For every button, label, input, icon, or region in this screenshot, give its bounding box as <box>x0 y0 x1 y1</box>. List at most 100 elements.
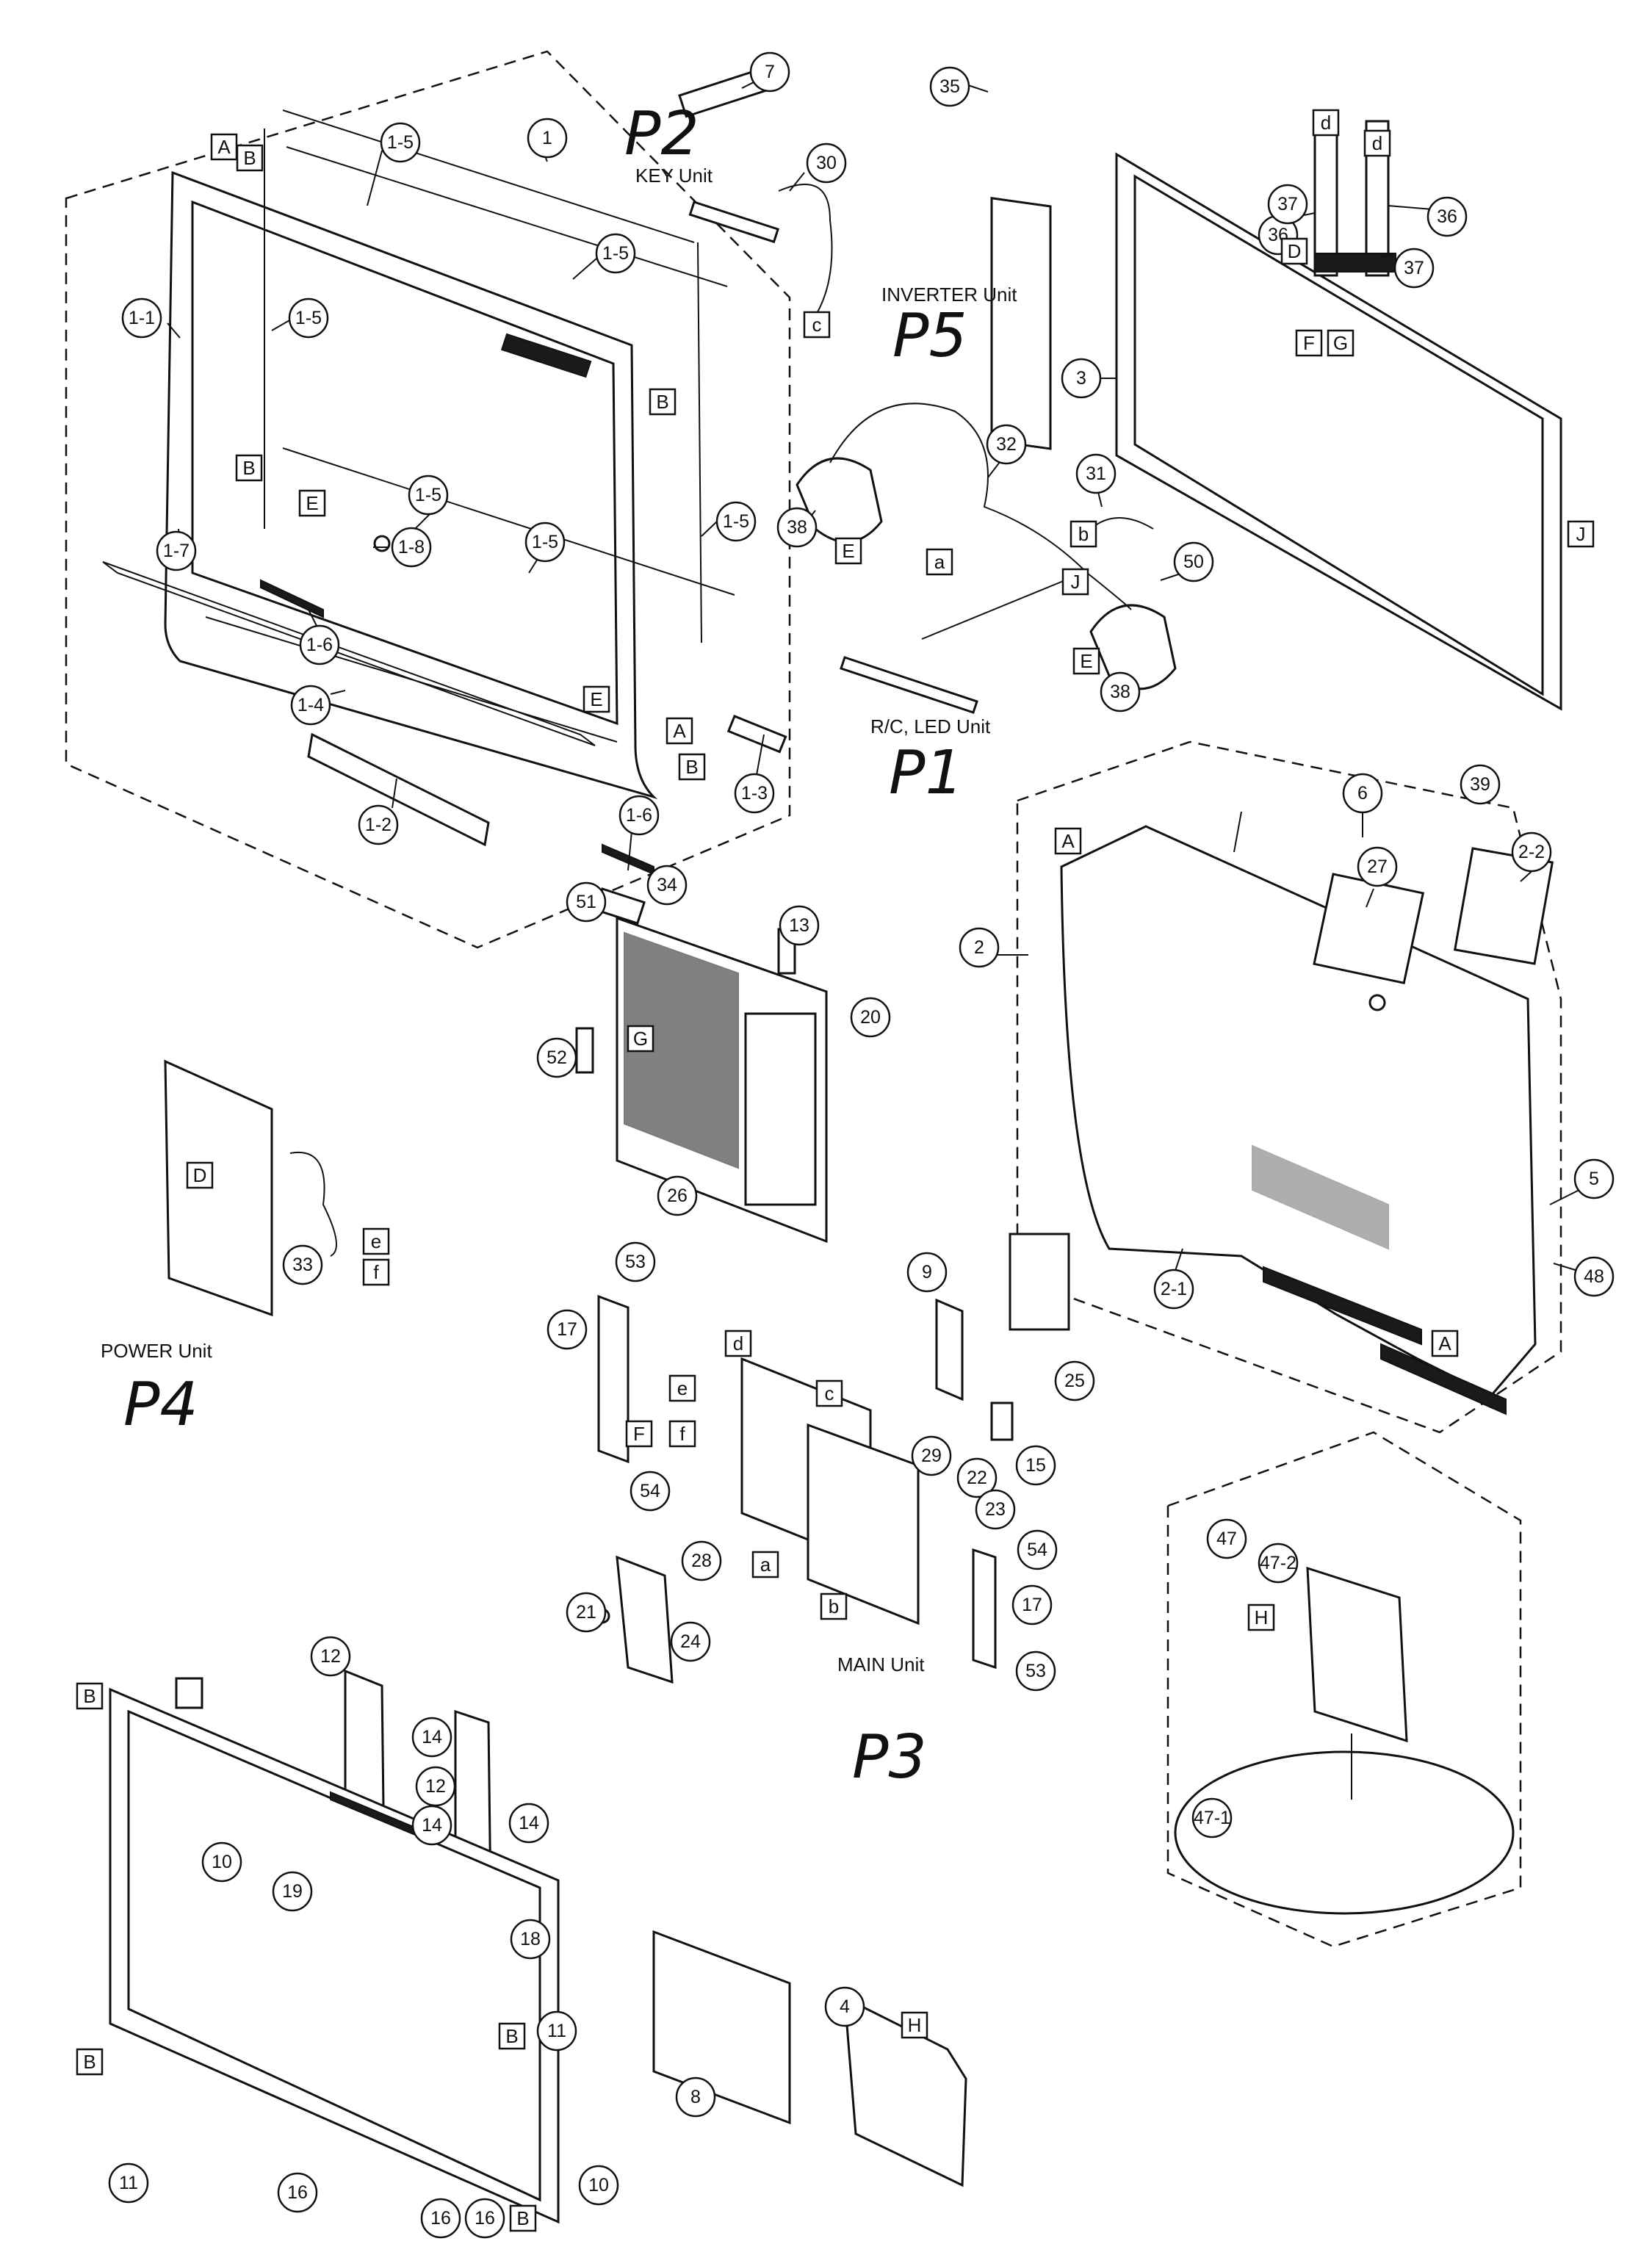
svg-text:39: 39 <box>1470 774 1490 795</box>
callout-14-a: 14 <box>411 1717 452 1758</box>
callout-19: 19 <box>272 1871 313 1912</box>
marker-j-panel: J <box>1567 520 1595 548</box>
marker-f-main: f <box>668 1420 696 1448</box>
callout-24: 24 <box>670 1621 711 1662</box>
svg-text:47: 47 <box>1216 1529 1237 1549</box>
svg-text:54: 54 <box>640 1481 660 1501</box>
svg-text:35: 35 <box>939 76 960 97</box>
marker-a-main: a <box>751 1551 779 1578</box>
rear-cover <box>1060 825 1554 1415</box>
callout-1-5-e: 1-5 <box>715 501 757 542</box>
svg-text:21: 21 <box>576 1602 596 1623</box>
marker-d-main: d <box>724 1329 752 1357</box>
callout-2-2: 2-2 <box>1511 831 1552 873</box>
marker-a-rear-2: A <box>1431 1329 1459 1357</box>
svg-text:47-1: 47-1 <box>1194 1808 1230 1828</box>
svg-text:b: b <box>829 1595 839 1617</box>
callout-48: 48 <box>1573 1256 1615 1297</box>
unit-label-main: MAIN Unit <box>837 1653 925 1675</box>
callout-50: 50 <box>1173 541 1214 582</box>
marker-d-2: d <box>1363 129 1391 157</box>
svg-text:E: E <box>306 492 318 514</box>
svg-text:9: 9 <box>922 1262 932 1282</box>
svg-text:c: c <box>812 314 822 336</box>
svg-text:29: 29 <box>921 1446 942 1466</box>
callout-9: 9 <box>906 1252 948 1293</box>
svg-text:14: 14 <box>422 1727 442 1747</box>
callout-51: 51 <box>566 881 607 923</box>
svg-text:17: 17 <box>1022 1595 1042 1615</box>
svg-text:1-6: 1-6 <box>626 805 652 826</box>
svg-text:24: 24 <box>680 1631 701 1652</box>
svg-text:14: 14 <box>519 1813 539 1833</box>
svg-text:11: 11 <box>119 2173 138 2193</box>
svg-text:A: A <box>217 136 231 158</box>
marker-e-speaker-2: E <box>1072 647 1100 675</box>
marker-e-1: E <box>298 489 326 517</box>
svg-text:2: 2 <box>974 937 984 958</box>
callout-34: 34 <box>646 865 688 906</box>
svg-text:E: E <box>842 540 854 562</box>
svg-text:B: B <box>83 2051 95 2073</box>
marker-e-2: E <box>582 685 610 713</box>
marker-f-power: f <box>362 1258 390 1286</box>
svg-text:1-2: 1-2 <box>365 815 392 835</box>
callout-20: 20 <box>850 997 891 1038</box>
svg-text:27: 27 <box>1367 856 1388 877</box>
callout-52: 52 <box>536 1037 577 1078</box>
svg-text:52: 52 <box>547 1047 567 1068</box>
svg-text:23: 23 <box>985 1499 1006 1520</box>
marker-a-2: A <box>666 717 693 745</box>
svg-text:1-5: 1-5 <box>723 511 749 532</box>
svg-text:1-5: 1-5 <box>295 308 322 328</box>
callout-53-b: 53 <box>1015 1650 1056 1692</box>
marker-d-1: d <box>1312 109 1340 137</box>
svg-text:19: 19 <box>282 1881 303 1902</box>
marker-b-cable: b <box>1070 520 1097 548</box>
svg-text:33: 33 <box>292 1255 313 1275</box>
callout-47-2: 47-2 <box>1258 1543 1299 1584</box>
svg-text:1-5: 1-5 <box>387 132 414 153</box>
svg-text:6: 6 <box>1357 783 1368 804</box>
svg-text:50: 50 <box>1183 552 1204 572</box>
callout-1-1: 1-1 <box>121 297 162 339</box>
callout-1-6-b: 1-6 <box>618 795 660 836</box>
svg-text:e: e <box>371 1230 381 1252</box>
stand-bracket <box>652 1930 967 2187</box>
unit-label-key: KEY Unit <box>635 165 713 187</box>
marker-d-panel: D <box>1280 237 1308 265</box>
svg-text:11: 11 <box>547 2021 566 2041</box>
svg-text:31: 31 <box>1086 463 1106 484</box>
main-shield <box>575 887 828 1244</box>
callout-14-c: 14 <box>508 1803 549 1844</box>
svg-text:F: F <box>1303 332 1315 354</box>
svg-text:37: 37 <box>1404 258 1424 278</box>
svg-text:J: J <box>1576 523 1586 545</box>
svg-text:4: 4 <box>840 1996 850 2017</box>
svg-text:34: 34 <box>657 875 677 895</box>
marker-f-main-frame: F <box>625 1420 653 1448</box>
svg-text:5: 5 <box>1589 1169 1599 1189</box>
svg-text:38: 38 <box>1110 682 1130 702</box>
table-stand <box>1174 1566 1515 1915</box>
marker-b-1: B <box>236 144 264 172</box>
svg-text:F: F <box>633 1423 645 1445</box>
svg-text:1-5: 1-5 <box>415 485 441 505</box>
svg-text:f: f <box>679 1423 685 1445</box>
callout-16-b: 16 <box>420 2198 461 2239</box>
marker-b-frame-3: B <box>76 2048 104 2076</box>
marker-e-speaker-1: E <box>834 537 862 565</box>
power-board <box>164 1059 337 1317</box>
svg-text:A: A <box>1061 830 1075 852</box>
callout-8: 8 <box>675 2077 716 2118</box>
unit-code-p1: P1 <box>889 738 964 808</box>
svg-text:d: d <box>733 1332 743 1354</box>
callout-5: 5 <box>1573 1158 1615 1199</box>
svg-text:48: 48 <box>1584 1266 1604 1287</box>
svg-text:26: 26 <box>667 1186 688 1206</box>
svg-text:D: D <box>1288 240 1302 262</box>
callout-3: 3 <box>1061 358 1102 399</box>
svg-text:10: 10 <box>588 2175 609 2196</box>
unit-label-power: POWER Unit <box>101 1340 212 1362</box>
callouts: 1 1-5 1-5 1-5 1-1 1-5 1-5 1-5 1-7 1-8 1-… <box>108 51 1615 2239</box>
